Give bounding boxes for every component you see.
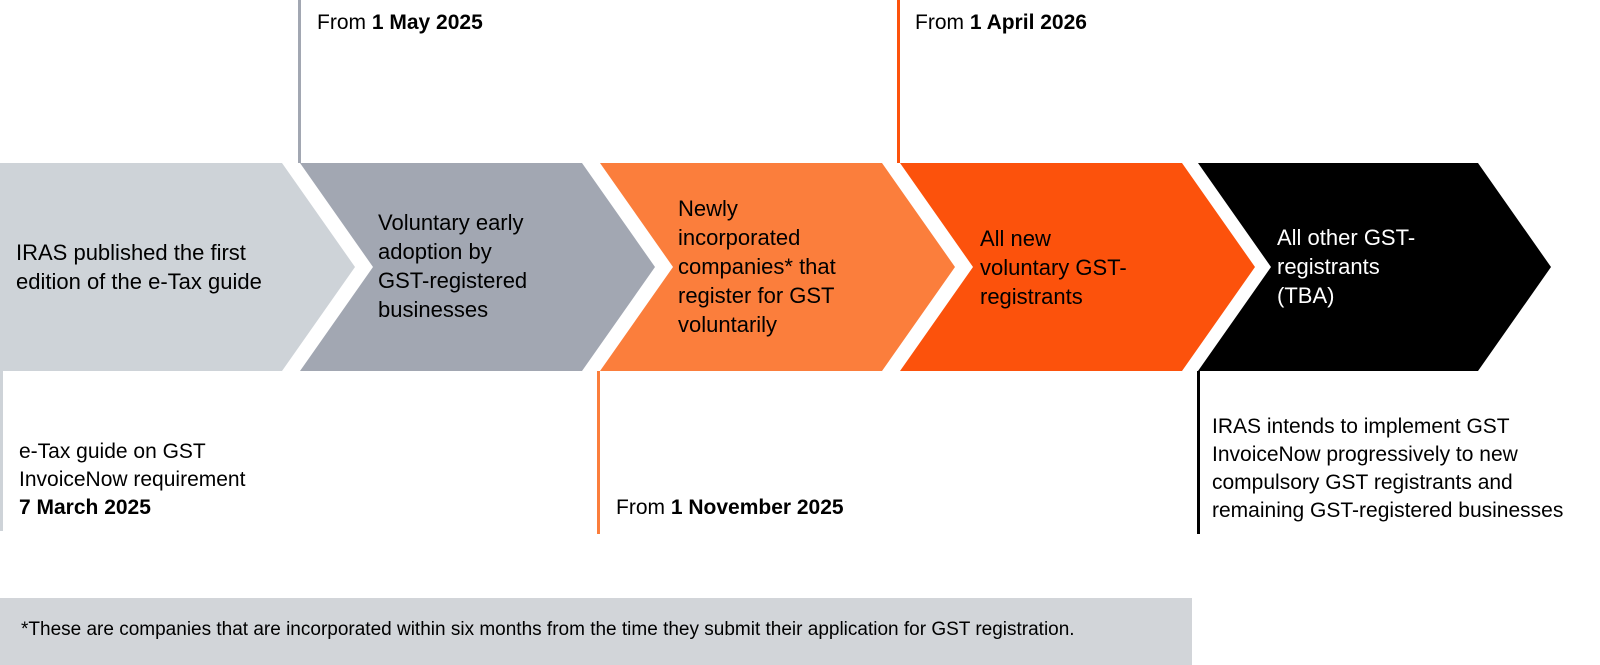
footnote-box: *These are companies that are incorporat… bbox=[0, 598, 1192, 665]
milestone-2-line bbox=[298, 0, 301, 163]
milestone-3-label: From 1 November 2025 bbox=[616, 496, 844, 519]
chevron-stage-4 bbox=[900, 163, 1255, 371]
milestone-4-date: 1 April 2026 bbox=[969, 11, 1087, 34]
timeline-chevrons bbox=[0, 163, 1551, 371]
milestone-1-label: e-Tax guide on GST InvoiceNow requiremen… bbox=[19, 440, 246, 519]
chevron-stage-2 bbox=[300, 163, 655, 371]
chevron-stage-1 bbox=[0, 163, 355, 371]
milestone-5-line bbox=[1197, 371, 1200, 534]
milestone-1-line bbox=[0, 371, 3, 531]
chevron-stage-3 bbox=[600, 163, 955, 371]
footnote-text: *These are companies that are incorporat… bbox=[21, 619, 1075, 640]
chevron-stage-5 bbox=[1198, 163, 1551, 371]
milestone-3-line bbox=[597, 371, 600, 534]
milestone-2-label: From 1 May 2025 bbox=[317, 11, 483, 34]
milestone-3-date: 1 November 2025 bbox=[670, 496, 844, 519]
milestone-2-date: 1 May 2025 bbox=[371, 11, 483, 34]
milestone-1-date: 7 March 2025 bbox=[19, 496, 151, 519]
stage-5-text: All other GST-registrants(TBA) bbox=[1277, 225, 1416, 308]
milestone-4-line bbox=[897, 0, 900, 163]
milestone-4-label: From 1 April 2026 bbox=[915, 11, 1087, 34]
milestone-5-label: IRAS intends to implement GST InvoiceNow… bbox=[1212, 415, 1564, 522]
